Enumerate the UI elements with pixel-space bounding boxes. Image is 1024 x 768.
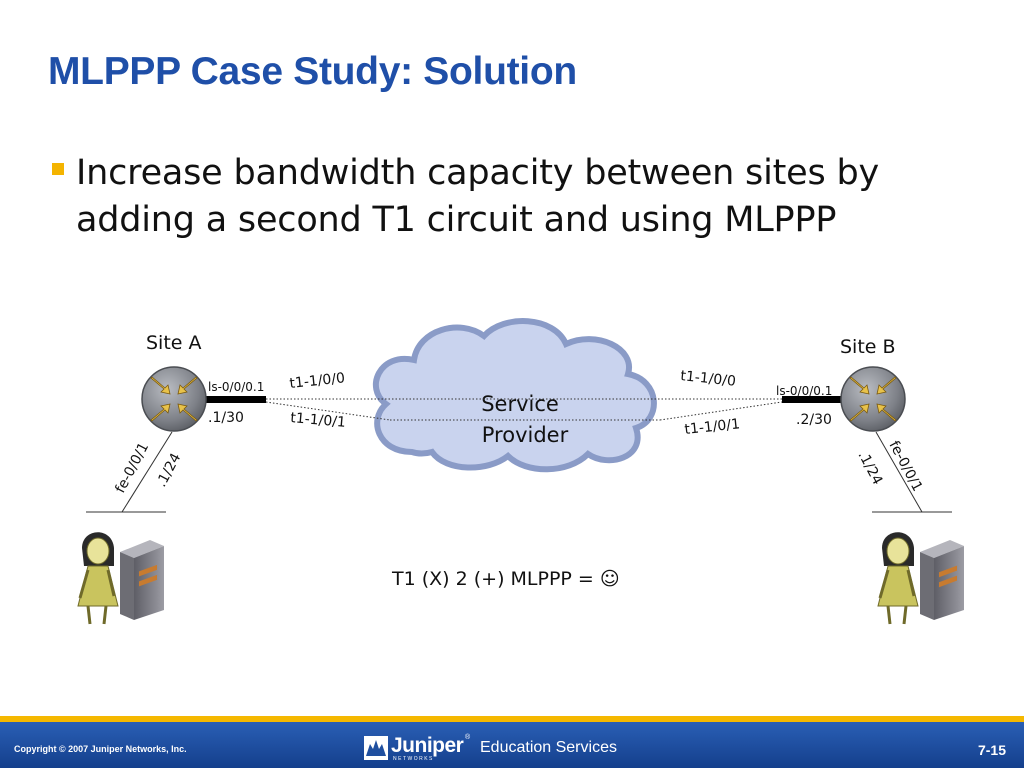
slide-title: MLPPP Case Study: Solution — [48, 50, 577, 93]
site-a: Site A ls-0/0/0.1 .1/30 fe-0/0/1 .1/24 — [77, 332, 264, 625]
site-b-ls-bundle — [782, 396, 842, 403]
link-label-a-bottom: t1-1/0/1 — [290, 410, 347, 431]
brand-subtitle: NETWORKS — [393, 756, 434, 762]
site-b-router-icon — [840, 366, 906, 432]
cloud-label-line1: Service — [481, 392, 559, 416]
bullet-square-icon — [52, 163, 64, 175]
site-b-server-icon — [920, 540, 964, 620]
network-diagram: Service Provider t1-1/0/0 t1-1/0/1 t1-1/… — [77, 318, 964, 625]
cloud-label-line2: Provider — [482, 423, 569, 447]
site-a-label: Site A — [146, 332, 202, 354]
link-b-bottom-line — [659, 401, 783, 421]
registered-mark: ® — [465, 734, 471, 741]
site-b-fe-interface: fe-0/0/1 — [885, 438, 925, 494]
copyright-text: Copyright © 2007 Juniper Networks, Inc. — [14, 744, 187, 754]
site-a-fe-interface: fe-0/0/1 — [112, 440, 152, 496]
site-b-fe-address: .1/24 — [854, 448, 885, 487]
site-a-router-icon — [141, 366, 207, 432]
site-a-server-icon — [120, 540, 164, 620]
equation-text: T1 (X) 2 (+) MLPPP = ☺ — [391, 568, 620, 590]
site-b-user-icon — [877, 532, 919, 625]
site-b-lan-link — [875, 431, 923, 513]
link-label-b-bottom: t1-1/0/1 — [684, 416, 741, 438]
bullet-item: Increase bandwidth capacity between site… — [52, 150, 992, 244]
link-label-a-top: t1-1/0/0 — [289, 370, 346, 392]
site-b-ls-interface: ls-0/0/0.1 — [776, 384, 832, 398]
site-b-ls-address: .2/30 — [796, 412, 832, 428]
site-a-ls-bundle — [206, 396, 266, 403]
link-label-b-top: t1-1/0/0 — [680, 368, 737, 390]
site-b: Site B ls-0/0/0.1 .2/30 fe-0/0/1 .1/24 — [776, 336, 964, 625]
service-provider-cloud: Service Provider — [373, 318, 657, 473]
site-a-fe-address: .1/24 — [153, 451, 184, 490]
juniper-logo-icon — [364, 736, 388, 760]
bullet-text: Increase bandwidth capacity between site… — [76, 153, 879, 240]
site-a-user-icon — [77, 532, 119, 625]
site-a-ls-address: .1/30 — [208, 410, 244, 426]
site-a-lan-link — [121, 431, 173, 513]
brand-name: Juniper — [391, 734, 464, 757]
site-b-label: Site B — [840, 336, 896, 358]
t1-links — [265, 398, 783, 421]
site-a-ls-interface: ls-0/0/0.1 — [208, 380, 264, 394]
section-label: Education Services — [480, 739, 617, 756]
footer-bar: Copyright © 2007 Juniper Networks, Inc. … — [0, 716, 1024, 768]
page-number: 7-15 — [977, 742, 1006, 758]
